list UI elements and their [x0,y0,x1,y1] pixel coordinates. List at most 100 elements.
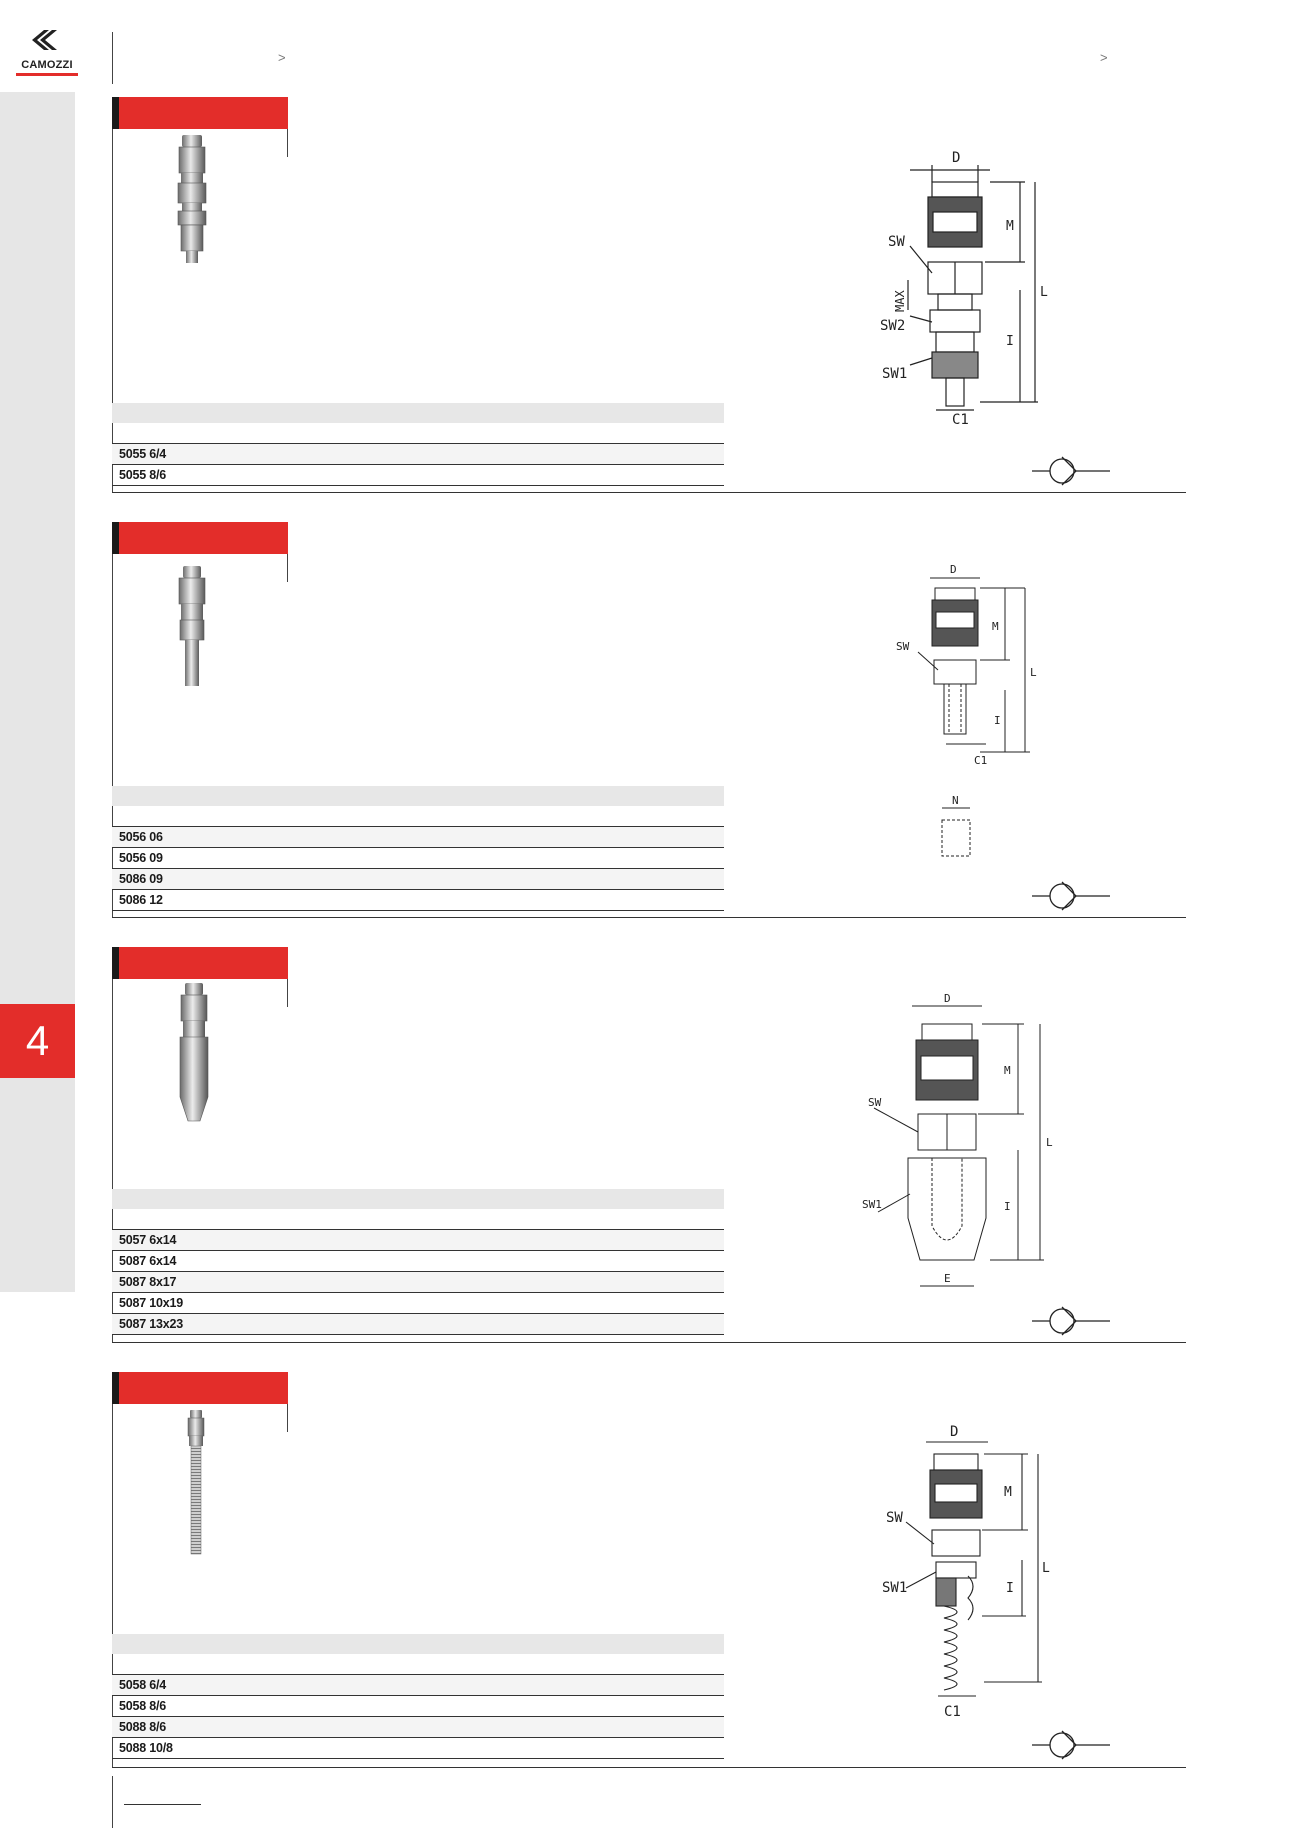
brand-name: CAMOZZI [21,59,73,71]
section-title-bar [112,1372,288,1404]
dim-label-sw1: SW1 [882,366,907,382]
section-title-bar [112,947,288,979]
section-bottom-rule [112,1342,1186,1343]
dim-label-l: L [1030,666,1037,679]
technical-drawing-5056: D M L I SW C1 N [896,563,1037,857]
dim-label-sw: SW [888,234,905,250]
dim-label-i: I [1006,1581,1014,1596]
product-section-5057: 5057 6x14 5087 6x14 5087 8x17 5087 10x19… [112,947,1186,1343]
dim-label-sw1: SW1 [882,1580,907,1596]
dim-label-d: D [944,992,951,1005]
table-header-band [112,1189,724,1209]
table-row[interactable]: 5087 6x14 [112,1251,724,1272]
dim-label-sw1: SW1 [862,1198,882,1211]
table-row[interactable]: 5055 8/6 [112,465,724,486]
dim-label-d: D [950,1424,958,1440]
table-header-row [112,1654,724,1675]
product-photo-spring-guard-coupling [187,1410,205,1555]
table-row[interactable]: 5058 6/4 [112,1675,724,1696]
technical-drawing-5055: D M L I SW SW2 SW1 C1 MAX [880,150,1048,428]
table-row[interactable]: 5055 6/4 [112,444,724,465]
breadcrumb-arrow-left[interactable]: > [278,50,286,65]
dim-label-m: M [1004,1064,1011,1077]
dim-label-l: L [1046,1136,1053,1149]
table-row[interactable]: 5086 09 [112,869,724,890]
code-table: 5057 6x14 5087 6x14 5087 8x17 5087 10x19… [112,1189,724,1335]
chapter-number: 4 [25,1017,50,1064]
table-header-row [112,806,724,827]
dim-label-l: L [1042,1561,1050,1576]
check-valve-icon [1032,456,1110,486]
title-bar-rule [287,129,288,157]
table-row[interactable]: 5087 10x19 [112,1293,724,1314]
table-row[interactable]: 5087 13x23 [112,1314,724,1335]
check-valve-icon [1032,1730,1110,1760]
section-left-rule [112,522,113,918]
footer-rule [124,1804,201,1805]
table-row[interactable]: 5058 8/6 [112,1696,724,1717]
title-bar-rule [287,1404,288,1432]
code-table: 5055 6/4 5055 8/6 [112,403,724,486]
footer-divider [112,1776,113,1828]
table-row[interactable]: 5088 8/6 [112,1717,724,1738]
code-table: 5056 06 5056 09 5086 09 5086 12 [112,786,724,911]
brand-underline [16,73,78,76]
section-bottom-rule [112,917,1186,918]
table-header-band [112,1634,724,1654]
section-left-rule [112,947,113,1343]
title-bar-rule [287,979,288,1007]
check-valve-icon [1032,881,1110,911]
side-tab-strip [0,92,75,1292]
table-header-row [112,423,724,444]
dim-label-sw2: SW2 [880,318,905,334]
section-left-rule [112,97,113,493]
dim-label-sw: SW [868,1096,882,1109]
dim-label-sw: SW [896,640,910,653]
table-header-band [112,786,724,806]
table-header-row [112,1209,724,1230]
technical-drawing-5057: D M L I SW SW1 E [862,992,1053,1287]
product-photo-hose-barb-coupling [178,566,206,686]
product-section-5058: 5058 6/4 5058 8/6 5088 8/6 5088 10/8 [112,1372,1186,1768]
section-title-bar [112,522,288,554]
table-row[interactable]: 5086 12 [112,890,724,911]
dim-label-c1: C1 [974,754,987,767]
section-left-rule [112,1372,113,1768]
table-row[interactable]: 5057 6x14 [112,1230,724,1251]
table-row[interactable]: 5088 10/8 [112,1738,724,1759]
dim-label-m: M [992,620,999,633]
dim-label-m: M [1004,1485,1012,1500]
product-photo-swivel-coupling [179,983,209,1122]
table-header-band [112,403,724,423]
dim-label-n: N [952,794,959,807]
dim-label-sw: SW [886,1510,903,1526]
camozzi-logo-icon [32,30,57,50]
breadcrumb-arrow-right[interactable]: > [1100,50,1108,65]
brand-logo: CAMOZZI [16,28,78,76]
chapter-tab[interactable]: 4 [0,1004,75,1078]
product-photo-bulkhead-coupling [177,135,207,263]
section-bottom-rule [112,492,1186,493]
table-row[interactable]: 5087 8x17 [112,1272,724,1293]
dim-label-e: E [944,1272,951,1285]
dim-label-i: I [1006,334,1014,349]
dim-label-d: D [952,150,960,166]
code-table: 5058 6/4 5058 8/6 5088 8/6 5088 10/8 [112,1634,724,1759]
dim-label-max: MAX [893,290,907,312]
table-row[interactable]: 5056 06 [112,827,724,848]
product-section-5055: 5055 6/4 5055 8/6 [112,97,1186,493]
dim-label-d: D [950,563,957,576]
table-row[interactable]: 5056 09 [112,848,724,869]
dim-label-c1: C1 [944,1704,961,1720]
check-valve-icon [1032,1306,1110,1336]
title-bar-rule [287,554,288,582]
section-bottom-rule [112,1767,1186,1768]
dim-label-i: I [1004,1200,1011,1213]
dim-label-m: M [1006,219,1014,234]
technical-drawing-5058: D M L I SW SW1 C1 [882,1424,1050,1720]
product-section-5056: 5056 06 5056 09 5086 09 5086 12 [112,522,1186,918]
dim-label-i: I [994,714,1001,727]
dim-label-c1: C1 [952,412,969,428]
header-divider [112,32,113,84]
dim-label-l: L [1040,285,1048,300]
